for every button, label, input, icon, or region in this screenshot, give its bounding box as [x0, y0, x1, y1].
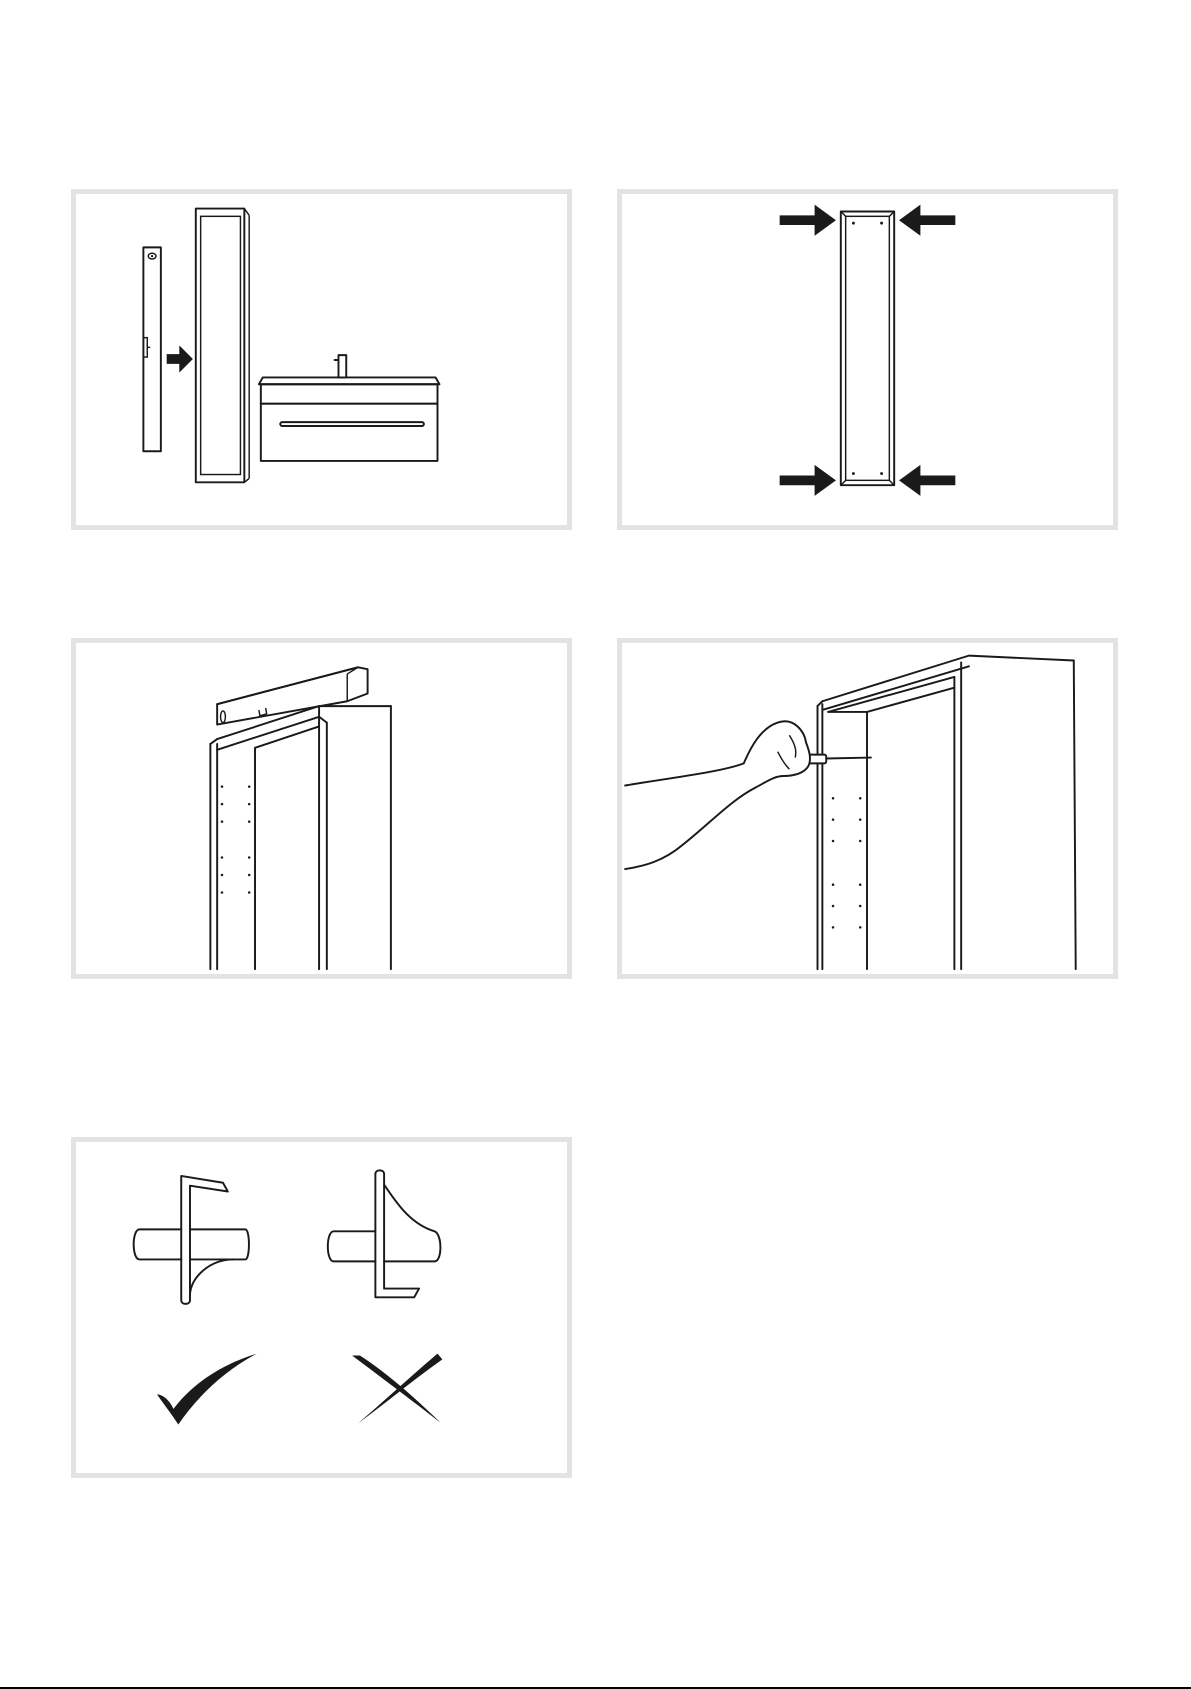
cabinet-top-icon: [818, 656, 1076, 970]
cabinet-front-icon: [841, 211, 894, 485]
cross-mark-icon: [352, 1354, 442, 1424]
step-1-illustration: [76, 194, 567, 525]
step-3-illustration: [76, 643, 567, 974]
spirit-level-icon: [217, 667, 367, 724]
step-5-panel: [71, 1137, 572, 1478]
step-3-panel: [71, 638, 572, 979]
arrow-left-icon: [899, 205, 955, 496]
vanity-unit-icon: [259, 355, 440, 461]
step-1-panel: [71, 189, 572, 530]
screwdriver-icon: [809, 755, 871, 764]
cabinet-top-icon: [210, 706, 391, 969]
check-mark-icon: [157, 1354, 257, 1425]
step-2-panel: [617, 189, 1118, 530]
arrow-right-icon: [780, 205, 836, 496]
hand-icon: [624, 721, 810, 869]
step-2-illustration: [622, 194, 1113, 525]
step-5-illustration: [76, 1142, 567, 1473]
shelf-support-wrong-icon: [328, 1170, 441, 1297]
step-4-illustration: [622, 643, 1113, 974]
tall-cabinet-icon: [196, 209, 249, 483]
shelf-support-correct-icon: [134, 1176, 249, 1304]
step-4-panel: [617, 638, 1118, 979]
spirit-level-icon: [143, 247, 160, 451]
arrow-right-icon: [167, 345, 193, 372]
